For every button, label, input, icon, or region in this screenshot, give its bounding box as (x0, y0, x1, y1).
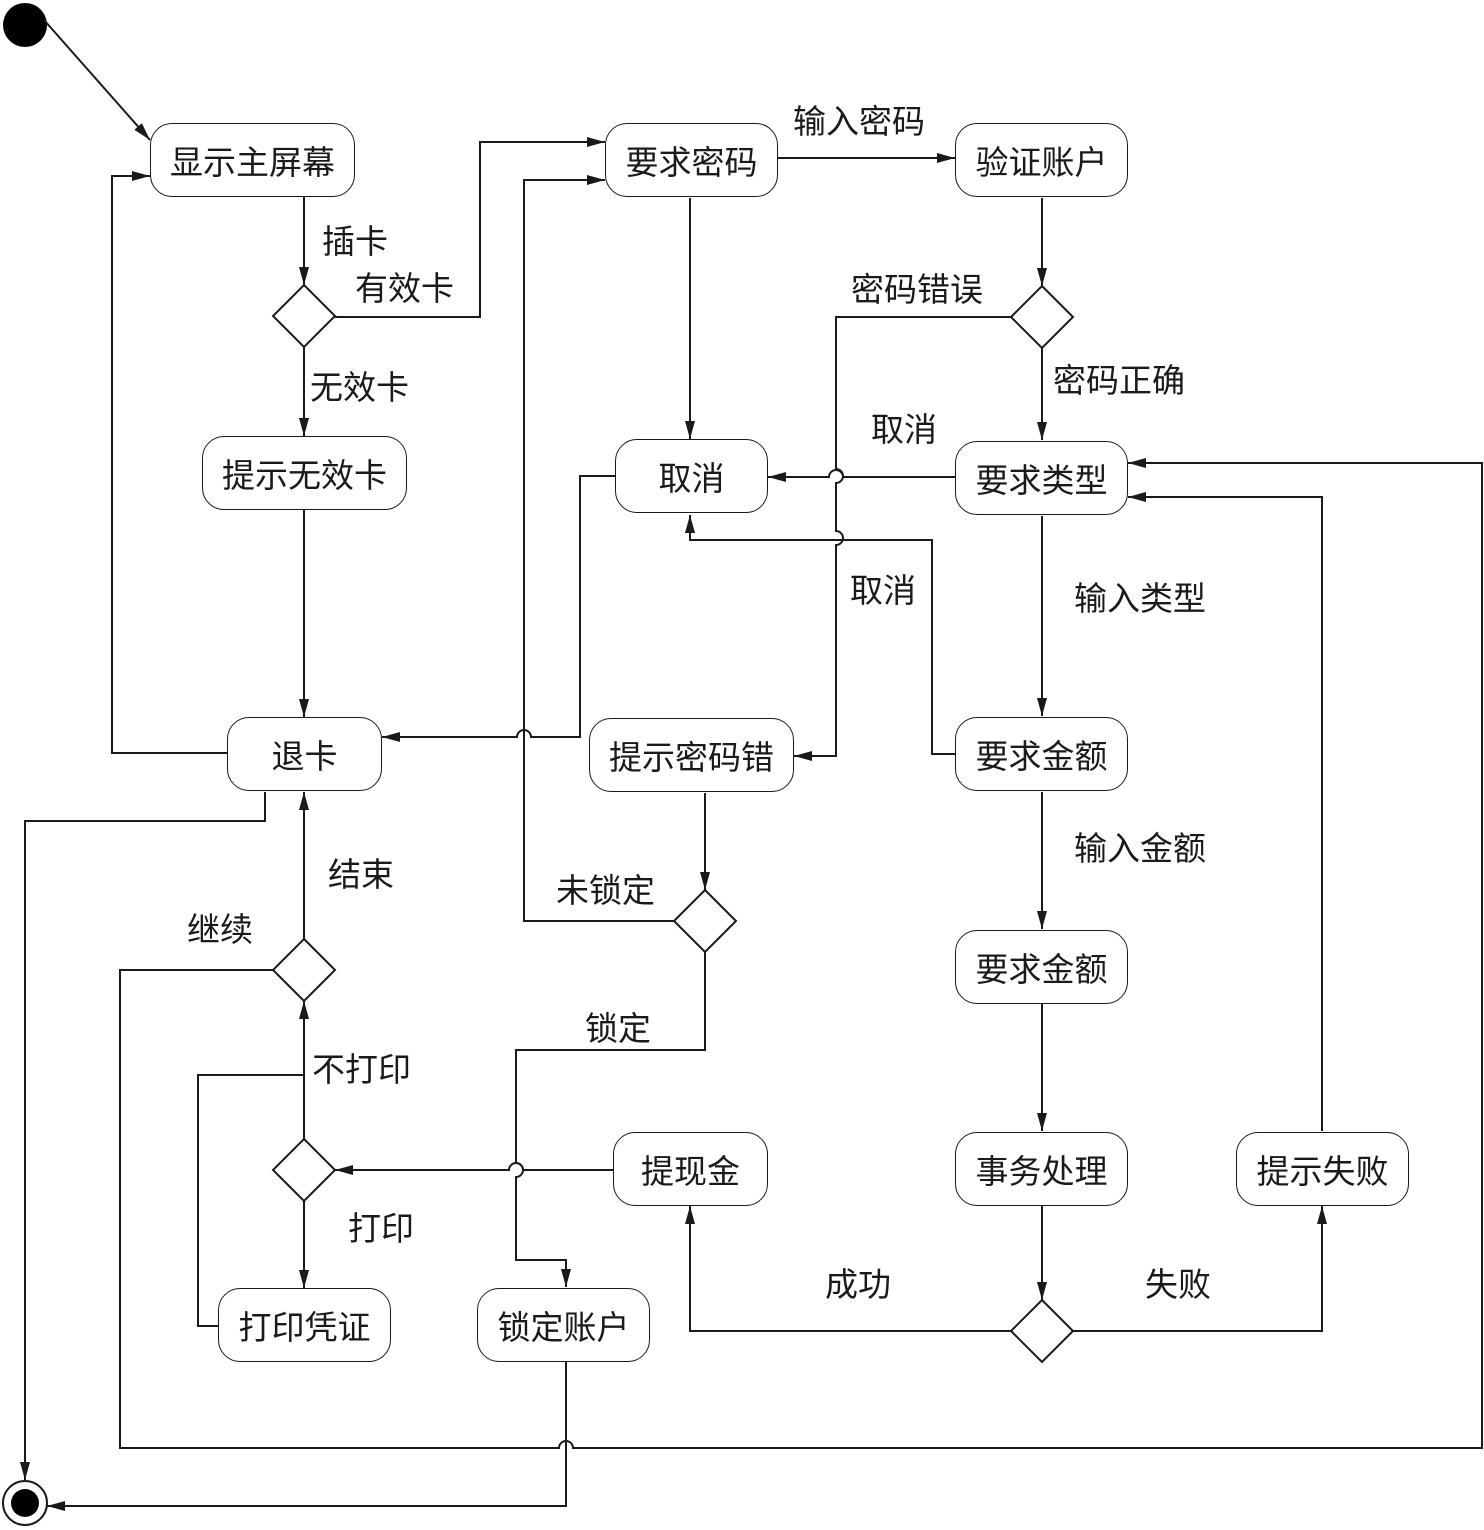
edge-failure (1073, 1206, 1327, 1332)
label-print: 打印 (348, 1209, 414, 1248)
edge-locked (515, 952, 706, 1287)
state-request-type: 要求类型 (955, 441, 1128, 515)
state-transaction-processing: 事务处理 (955, 1132, 1128, 1206)
state-eject-card: 退卡 (227, 717, 382, 791)
label-wrong-password: 密码错误 (851, 270, 983, 309)
label-failure: 失败 (1145, 1265, 1211, 1304)
label-enter-type: 输入类型 (1074, 579, 1206, 618)
edge-amount-cancel (685, 515, 955, 755)
state-print-receipt: 打印凭证 (218, 1288, 391, 1362)
label-correct-password: 密码正确 (1053, 361, 1185, 400)
state-dispense-cash: 提现金 (613, 1132, 768, 1206)
label-valid-card: 有效卡 (355, 269, 454, 308)
edge-type-cancel (768, 469, 955, 482)
state-cancel: 取消 (615, 439, 768, 513)
state-failure-prompt: 提示失败 (1236, 1132, 1409, 1206)
state-wrong-password-prompt: 提示密码错 (589, 718, 794, 792)
label-enter-amount: 输入金额 (1074, 829, 1206, 868)
initial-node (3, 3, 47, 47)
state-show-main-screen: 显示主屏幕 (150, 123, 355, 197)
edge-not-locked (523, 175, 674, 922)
edge-failure-to-type (1128, 492, 1323, 1131)
password-check-decision (1009, 284, 1075, 350)
label-not-locked: 未锁定 (556, 871, 655, 910)
state-request-password: 要求密码 (605, 123, 778, 197)
label-locked: 锁定 (585, 1009, 651, 1048)
label-cancel-from-type: 取消 (871, 410, 937, 449)
edge-receipt-to-continue (197, 1074, 304, 1327)
state-request-amount-1: 要求金额 (955, 717, 1128, 791)
label-continue: 继续 (187, 910, 253, 949)
state-request-amount-2: 要求金额 (955, 930, 1128, 1004)
edge-start-to-main (43, 19, 151, 141)
label-success: 成功 (825, 1265, 891, 1304)
label-insert-card: 插卡 (322, 222, 388, 261)
transaction-result-decision (1009, 1298, 1075, 1364)
label-invalid-card: 无效卡 (310, 368, 409, 407)
edge-dispense-to-print-decision (335, 1162, 613, 1175)
state-verify-account: 验证账户 (955, 123, 1128, 197)
card-check-decision (271, 283, 337, 349)
edge-cancel-to-eject (382, 475, 615, 742)
final-node-inner (11, 1489, 39, 1517)
state-lock-account: 锁定账户 (477, 1288, 650, 1362)
edge-valid-card (335, 137, 605, 318)
edge-eject-to-end (20, 792, 266, 1480)
edge-eject-to-main (111, 171, 227, 754)
label-cancel-from-amount: 取消 (850, 571, 916, 610)
edge-success (685, 1206, 1011, 1332)
edge-wrong-password (794, 316, 1011, 761)
continue-decision (271, 937, 337, 1003)
edge-lock-to-end (47, 1362, 567, 1511)
label-no-print: 不打印 (312, 1050, 411, 1089)
label-enter-password: 输入密码 (793, 102, 925, 141)
lock-check-decision (672, 888, 738, 954)
label-end: 结束 (328, 855, 394, 894)
state-invalid-card-prompt: 提示无效卡 (202, 436, 407, 510)
print-decision (271, 1137, 337, 1203)
